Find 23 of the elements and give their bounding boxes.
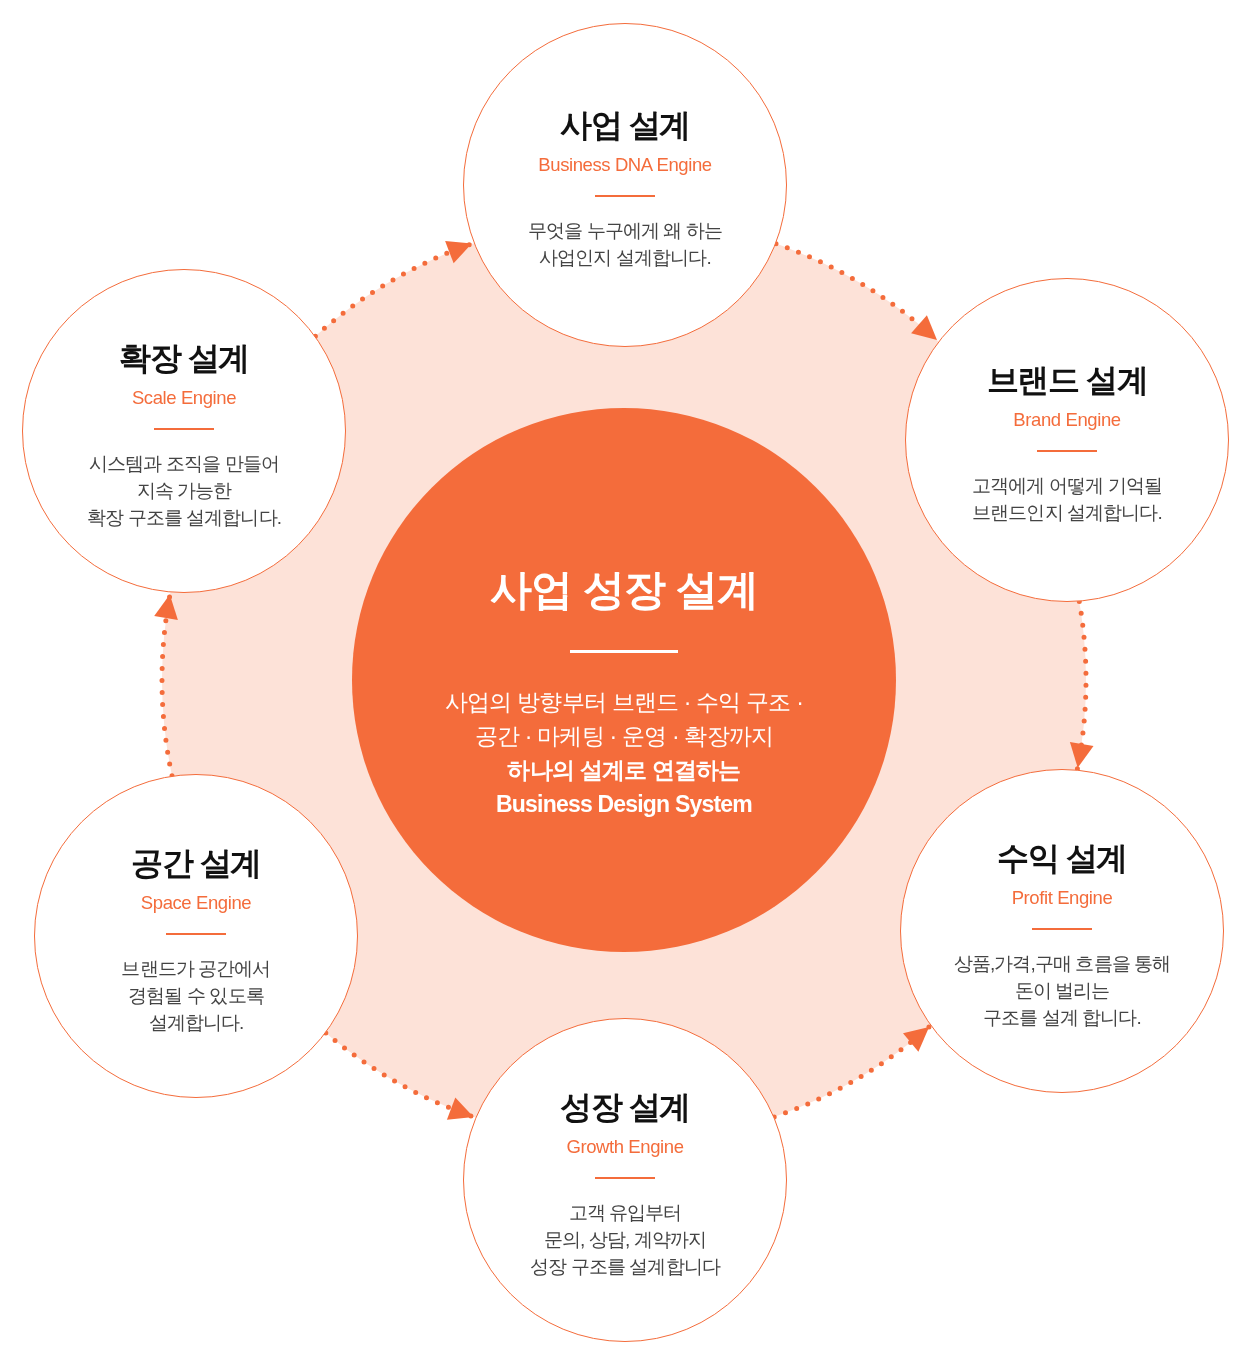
circle-title: 확장 설계	[119, 338, 249, 378]
circle-title: 공간 설계	[131, 843, 261, 883]
engine-subtitle: Brand Engine	[1013, 408, 1121, 432]
dotted-arrow	[1069, 599, 1094, 773]
circle-title: 수익 설계	[997, 838, 1127, 878]
engine-subtitle: Profit Engine	[1011, 885, 1113, 910]
engine-subtitle: Scale Engine	[131, 385, 237, 410]
circle-title: 브랜드 설계	[986, 361, 1148, 400]
circle-title: 성장 설계	[560, 1087, 690, 1127]
circle-description: 시스템과 조직을 만들어 지속 가능한 확장 구조를 설계합니다.	[86, 451, 282, 530]
center-title: 사업 성장 설계	[490, 565, 758, 615]
engine-subtitle: Growth Engine	[566, 1134, 684, 1159]
center-tagline: 하나의 설계로 연결하는 Business Design System	[496, 756, 752, 819]
engine-subtitle: Business DNA Engine	[538, 153, 712, 177]
circle-description: 고객에게 어떻게 기억될 브랜드인지 설계합니다.	[972, 474, 1162, 525]
circle-title: 사업 설계	[560, 106, 690, 145]
circle-description: 고객 유입부터 문의, 상담, 계약까지 성장 구조를 설계합니다	[530, 1200, 720, 1279]
circle-description: 브랜드가 공간에서 경험될 수 있도록 설계합니다.	[121, 956, 271, 1035]
center-description: 사업의 방향부터 브랜드 · 수익 구조 · 공간 · 마케팅 · 운영 · 확장까지	[444, 688, 804, 751]
circle-description: 무엇을 누구에게 왜 하는 사업인지 설계합니다.	[527, 219, 723, 270]
dotted-arrow	[771, 1023, 933, 1120]
circle-description: 상품,가격,구매 흐름을 통해 돈이 벌리는 구조를 설계 합니다.	[953, 951, 1171, 1030]
engine-subtitle: Space Engine	[140, 890, 252, 915]
